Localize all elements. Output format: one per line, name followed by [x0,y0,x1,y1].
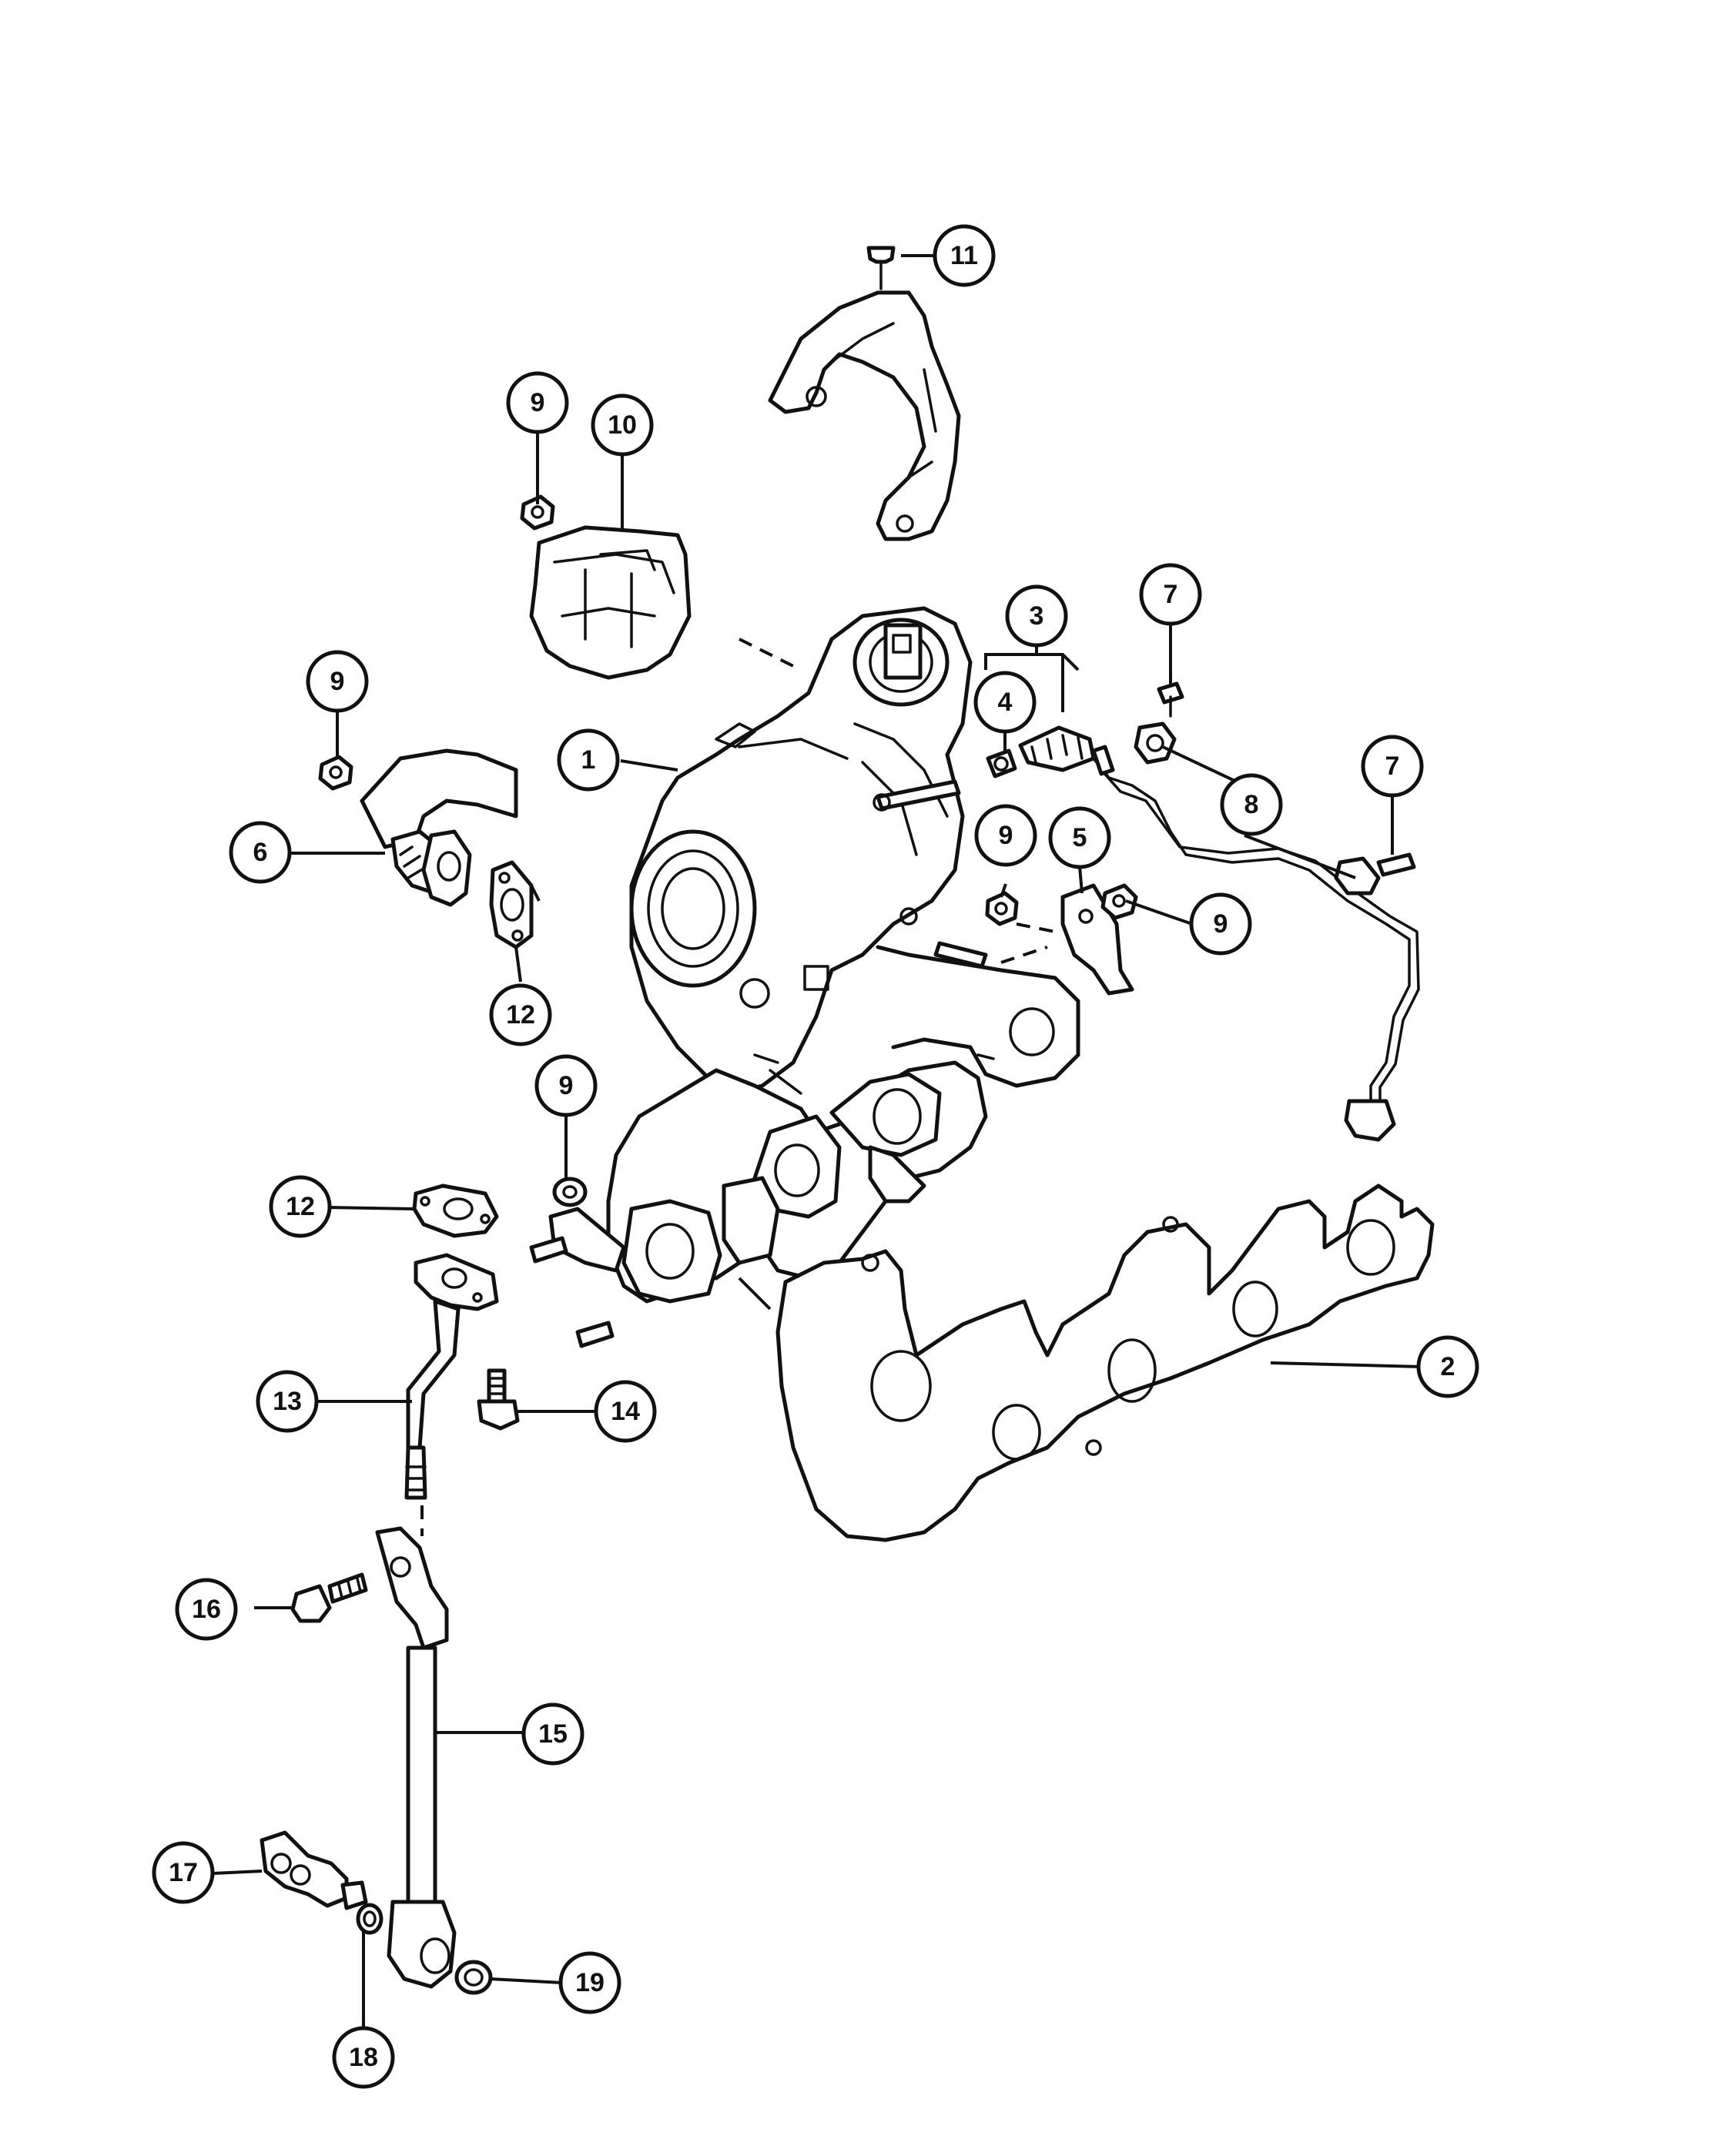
callout-10: 10 [591,393,654,457]
callout-label: 9 [559,1071,574,1100]
callout-label: 9 [1214,909,1228,939]
callout-label: 19 [575,1968,605,1997]
callout-label: 14 [611,1397,640,1426]
callout-label: 16 [192,1595,221,1624]
part-heat-shield-upper [768,290,961,541]
callout-12-lower: 12 [269,1175,332,1238]
part-manifold-gasket [775,1183,1435,1542]
part-bolt-14 [477,1368,520,1431]
callout-label: 18 [349,2043,378,2072]
callout-7-lower: 7 [1361,735,1424,798]
part-air-pipe [360,748,518,907]
callout-9-top: 9 [506,371,569,434]
callout-12-upper: 12 [489,983,552,1046]
part-exhaust-manifold [606,1053,995,1304]
callout-3: 3 [1005,584,1068,648]
callout-label: 9 [330,667,345,696]
callout-17: 17 [152,1841,215,1904]
part-banjo-fitting [260,1830,368,1910]
callout-4: 4 [973,671,1037,734]
callout-label: 2 [1441,1352,1455,1381]
part-nut-center [985,891,1019,926]
part-clip-upper [1134,721,1177,765]
callout-label: 3 [1030,601,1044,631]
part-bolt-16 [290,1572,368,1623]
part-nut-right [1100,883,1138,920]
callout-label: 9 [999,821,1013,850]
part-washer-lower [552,1177,588,1207]
part-oil-return-pipe [404,1253,499,1500]
callout-6: 6 [229,821,292,884]
part-washer-18 [356,1903,384,1935]
callout-label: 9 [531,388,545,417]
callout-label: 12 [286,1192,315,1221]
callout-18: 18 [332,2026,395,2089]
callout-9-center: 9 [974,804,1037,867]
callout-8: 8 [1220,773,1283,836]
part-oil-drain-tube [375,1526,457,1989]
part-gasket-upper [489,860,534,949]
callout-label: 15 [538,1719,568,1749]
callout-label: 12 [506,1000,535,1029]
callout-9-right: 9 [1189,892,1252,956]
part-nut-top [520,494,555,531]
callout-label: 7 [1385,752,1400,781]
part-nut-left [318,755,353,791]
callout-label: 8 [1244,790,1259,819]
part-bolt-upper [1157,681,1184,718]
callout-label: 13 [273,1387,302,1416]
callout-16: 16 [175,1578,238,1641]
callout-label: 5 [1073,823,1087,852]
callout-19: 19 [558,1951,621,2014]
callout-11: 11 [933,224,996,287]
callout-label: 7 [1164,580,1178,609]
part-hose-clamp [986,748,1017,778]
callout-label: 1 [581,745,596,775]
callout-5: 5 [1048,806,1111,869]
part-oil-feed-line [1018,725,1420,1142]
callout-15: 15 [521,1702,584,1766]
callout-13: 13 [256,1370,319,1433]
part-gasket-lower [412,1183,499,1238]
part-stud [873,779,988,969]
leader-lines [212,254,1422,2029]
callout-label: 11 [950,241,978,270]
part-washer-19 [454,1960,493,1995]
part-heat-shield-compressor [529,525,692,680]
part-turbocharger [629,606,1080,1096]
callout-1: 1 [557,728,620,792]
callout-label: 6 [253,838,268,867]
callout-2: 2 [1416,1335,1479,1398]
callout-14: 14 [594,1380,657,1443]
part-clip-lower [1334,852,1416,896]
callout-7-upper: 7 [1139,563,1202,626]
callout-9-lower: 9 [534,1054,598,1117]
callout-label: 17 [169,1858,198,1887]
part-manifold-studs [529,1207,772,1348]
part-push-pin [866,246,896,290]
callout-9-left: 9 [306,650,369,713]
callout-label: 4 [998,688,1013,717]
callout-label: 10 [608,410,637,440]
